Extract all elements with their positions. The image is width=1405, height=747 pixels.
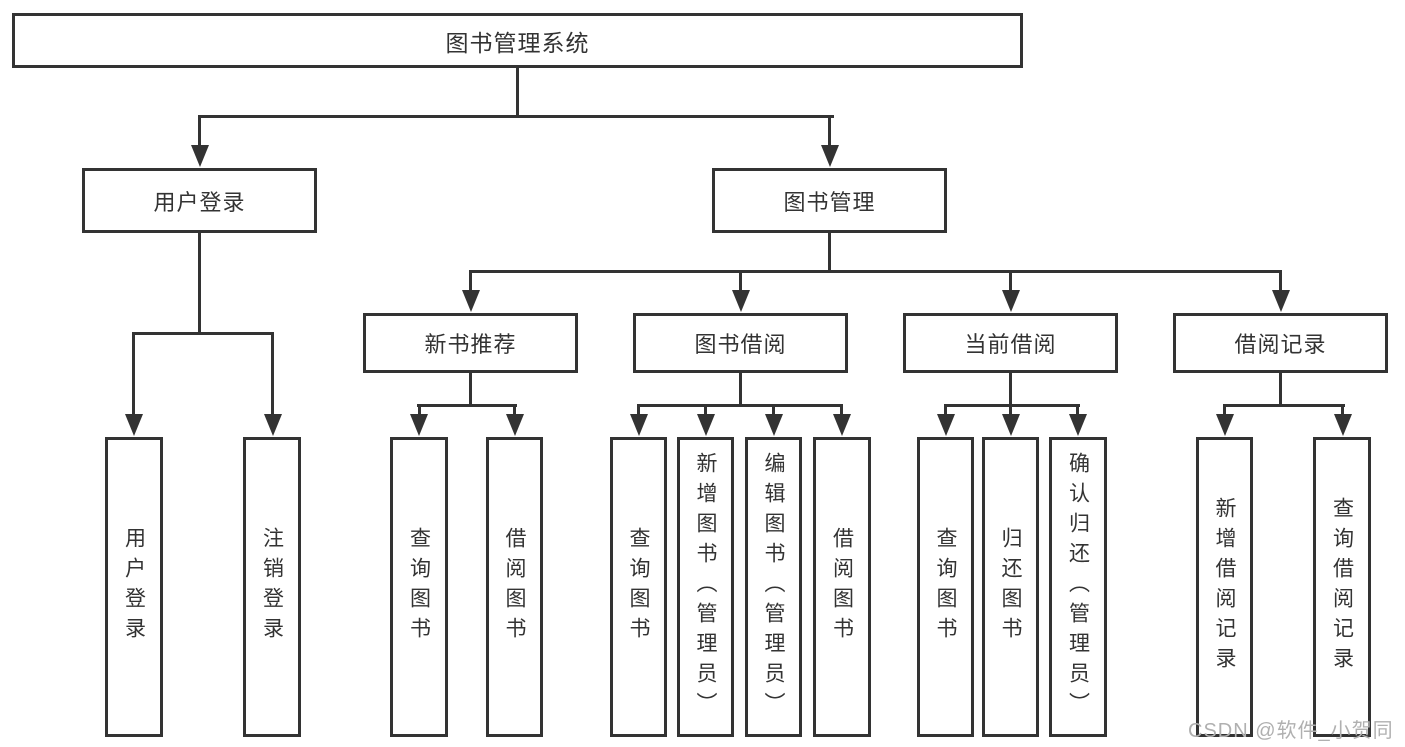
connector-line bbox=[198, 115, 201, 151]
connector-line bbox=[1009, 270, 1012, 294]
node-label: 注销登录 bbox=[260, 527, 284, 647]
arrowhead-down-icon bbox=[461, 290, 480, 312]
leaf-recommend-borrow-books: 借阅图书 bbox=[486, 437, 543, 737]
node-book-management: 图书管理 bbox=[712, 168, 947, 233]
node-library-system: 图书管理系统 bbox=[12, 13, 1023, 68]
connector-line bbox=[739, 270, 742, 294]
node-label: 确认归还（管理员） bbox=[1066, 452, 1090, 722]
connector-line bbox=[704, 404, 707, 418]
arrowhead-down-icon bbox=[1001, 290, 1020, 312]
connector-line bbox=[198, 115, 834, 118]
connector-line bbox=[516, 68, 519, 118]
node-label: 新书推荐 bbox=[424, 332, 517, 357]
watermark: CSDN @软件_小贺同学 bbox=[1188, 720, 1394, 742]
leaf-borrow-borrow-books: 借阅图书 bbox=[813, 437, 871, 737]
node-label: 用户登录 bbox=[153, 189, 246, 215]
connector-line bbox=[1009, 404, 1012, 418]
arrowhead-down-icon bbox=[1271, 290, 1290, 312]
leaf-current-return-books: 归还图书 bbox=[982, 437, 1039, 737]
arrowhead-down-icon bbox=[731, 290, 750, 312]
connector-line bbox=[637, 404, 640, 418]
node-label: 借阅图书 bbox=[830, 527, 854, 647]
connector-line bbox=[469, 373, 472, 406]
connector-line bbox=[637, 404, 843, 407]
node-label: 图书管理 bbox=[783, 189, 876, 215]
connector-line bbox=[739, 373, 742, 406]
node-label: 查询图书 bbox=[407, 527, 431, 647]
arrowhead-down-icon bbox=[936, 414, 955, 436]
leaf-records-add-record: 新增借阅记录 bbox=[1196, 437, 1253, 737]
connector-line bbox=[944, 404, 1080, 407]
connector-line bbox=[1009, 373, 1012, 406]
connector-line bbox=[1076, 404, 1079, 418]
leaf-records-query-record: 查询借阅记录 bbox=[1313, 437, 1371, 737]
connector-line bbox=[271, 332, 274, 418]
node-label: 用户登录 bbox=[122, 527, 146, 647]
node-label: 新增图书（管理员） bbox=[694, 452, 717, 722]
arrowhead-down-icon bbox=[505, 414, 524, 436]
leaf-logout-login: 注销登录 bbox=[243, 437, 301, 737]
node-label: 查询图书 bbox=[627, 527, 650, 647]
arrowhead-down-icon bbox=[820, 145, 839, 167]
connector-line bbox=[772, 404, 775, 418]
node-user-login: 用户登录 bbox=[82, 168, 317, 233]
connector-line bbox=[828, 115, 831, 151]
node-label: 当前借阅 bbox=[964, 332, 1057, 357]
connector-line bbox=[132, 332, 274, 335]
arrowhead-down-icon bbox=[124, 414, 143, 436]
connector-line bbox=[469, 270, 472, 294]
leaf-user-login: 用户登录 bbox=[105, 437, 163, 737]
connector-line bbox=[418, 404, 421, 418]
connector-line bbox=[417, 404, 517, 407]
leaf-current-confirm-return-admin: 确认归还（管理员） bbox=[1049, 437, 1107, 737]
arrowhead-down-icon bbox=[263, 414, 282, 436]
connector-line bbox=[1223, 404, 1226, 418]
connector-line bbox=[944, 404, 947, 418]
connector-line bbox=[513, 404, 516, 418]
connector-line bbox=[828, 233, 831, 273]
node-book-borrow: 图书借阅 bbox=[633, 313, 848, 373]
connector-line bbox=[1223, 404, 1345, 407]
node-new-book-recommend: 新书推荐 bbox=[363, 313, 578, 373]
node-label: 归还图书 bbox=[999, 527, 1022, 647]
node-current-borrow: 当前借阅 bbox=[903, 313, 1118, 373]
connector-line bbox=[1279, 270, 1282, 294]
arrowhead-down-icon bbox=[190, 145, 209, 167]
connector-line bbox=[840, 404, 843, 418]
connector-line bbox=[198, 233, 201, 335]
arrowhead-down-icon bbox=[1068, 414, 1087, 436]
node-label: 图书借阅 bbox=[694, 332, 787, 357]
connector-line bbox=[1341, 404, 1344, 418]
arrowhead-down-icon bbox=[1215, 414, 1234, 436]
arrowhead-down-icon bbox=[764, 414, 783, 436]
leaf-borrow-add-books-admin: 新增图书（管理员） bbox=[677, 437, 734, 737]
leaf-borrow-query-books: 查询图书 bbox=[610, 437, 667, 737]
node-label: 编辑图书（管理员） bbox=[762, 452, 785, 722]
arrowhead-down-icon bbox=[832, 414, 851, 436]
connector-line bbox=[1279, 373, 1282, 406]
node-label: 图书管理系统 bbox=[445, 29, 590, 56]
arrowhead-down-icon bbox=[1001, 414, 1020, 436]
node-label: 查询借阅记录 bbox=[1330, 497, 1354, 677]
leaf-recommend-query-books: 查询图书 bbox=[390, 437, 448, 737]
node-label: 新增借阅记录 bbox=[1213, 497, 1236, 677]
node-borrow-records: 借阅记录 bbox=[1173, 313, 1388, 373]
node-label: 借阅图书 bbox=[503, 527, 526, 647]
node-label: 借阅记录 bbox=[1234, 332, 1327, 357]
connector-line bbox=[132, 332, 135, 418]
leaf-current-query-books: 查询图书 bbox=[917, 437, 974, 737]
arrowhead-down-icon bbox=[696, 414, 715, 436]
node-label: 查询图书 bbox=[934, 527, 957, 647]
connector-line bbox=[469, 270, 1282, 273]
arrowhead-down-icon bbox=[1333, 414, 1352, 436]
leaf-borrow-edit-books-admin: 编辑图书（管理员） bbox=[745, 437, 802, 737]
arrowhead-down-icon bbox=[629, 414, 648, 436]
arrowhead-down-icon bbox=[410, 414, 428, 436]
